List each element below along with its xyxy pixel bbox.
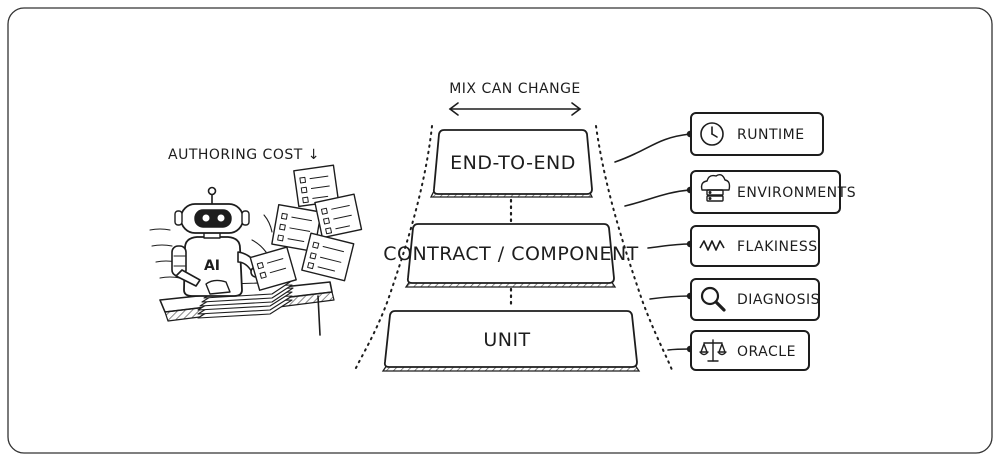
- factor-label: RUNTIME: [737, 127, 805, 143]
- tier-label: CONTRACT / COMPONENT: [383, 243, 639, 265]
- robot-left-arm: [171, 245, 201, 287]
- factor-label: ENVIRONMENTS: [737, 185, 856, 201]
- double-arrow-icon: [448, 102, 582, 116]
- scales-icon: [699, 339, 727, 362]
- factor-connectors: [614, 133, 691, 351]
- clock-icon: [700, 122, 724, 146]
- factor-label: ORACLE: [737, 344, 796, 360]
- cloud-server-icon: [700, 173, 731, 202]
- zigzag-icon: [699, 240, 725, 251]
- tier-label: UNIT: [483, 329, 530, 351]
- funnel-dotted-lines: [354, 125, 673, 371]
- authoring-cost-label: AUTHORING COST ↓: [168, 147, 320, 163]
- tier-label: END-TO-END: [450, 152, 576, 174]
- mix-can-change-label: MIX CAN CHANGE: [449, 81, 581, 97]
- flying-checklists: [249, 164, 363, 291]
- factor-flakiness: FLAKINESS: [690, 225, 820, 267]
- factor-environments: ENVIRONMENTS: [690, 170, 856, 214]
- magnifier-icon: [700, 286, 726, 312]
- robot-head: [174, 186, 250, 234]
- robot-badge: AI: [204, 258, 220, 274]
- factor-diagnosis: DIAGNOSIS: [690, 278, 820, 321]
- tier-end-to-end: END-TO-END: [429, 129, 594, 198]
- factor-oracle: ORACLE: [690, 330, 810, 371]
- tier-unit: UNIT: [381, 310, 641, 372]
- tier-contract-component: CONTRACT / COMPONENT: [383, 223, 639, 288]
- factor-label: FLAKINESS: [737, 239, 818, 255]
- mix-can-change-group: MIX CAN CHANGE: [448, 81, 582, 116]
- factor-label: DIAGNOSIS: [737, 292, 820, 308]
- robot-illustration: AI: [149, 164, 363, 336]
- factor-runtime: RUNTIME: [690, 112, 824, 156]
